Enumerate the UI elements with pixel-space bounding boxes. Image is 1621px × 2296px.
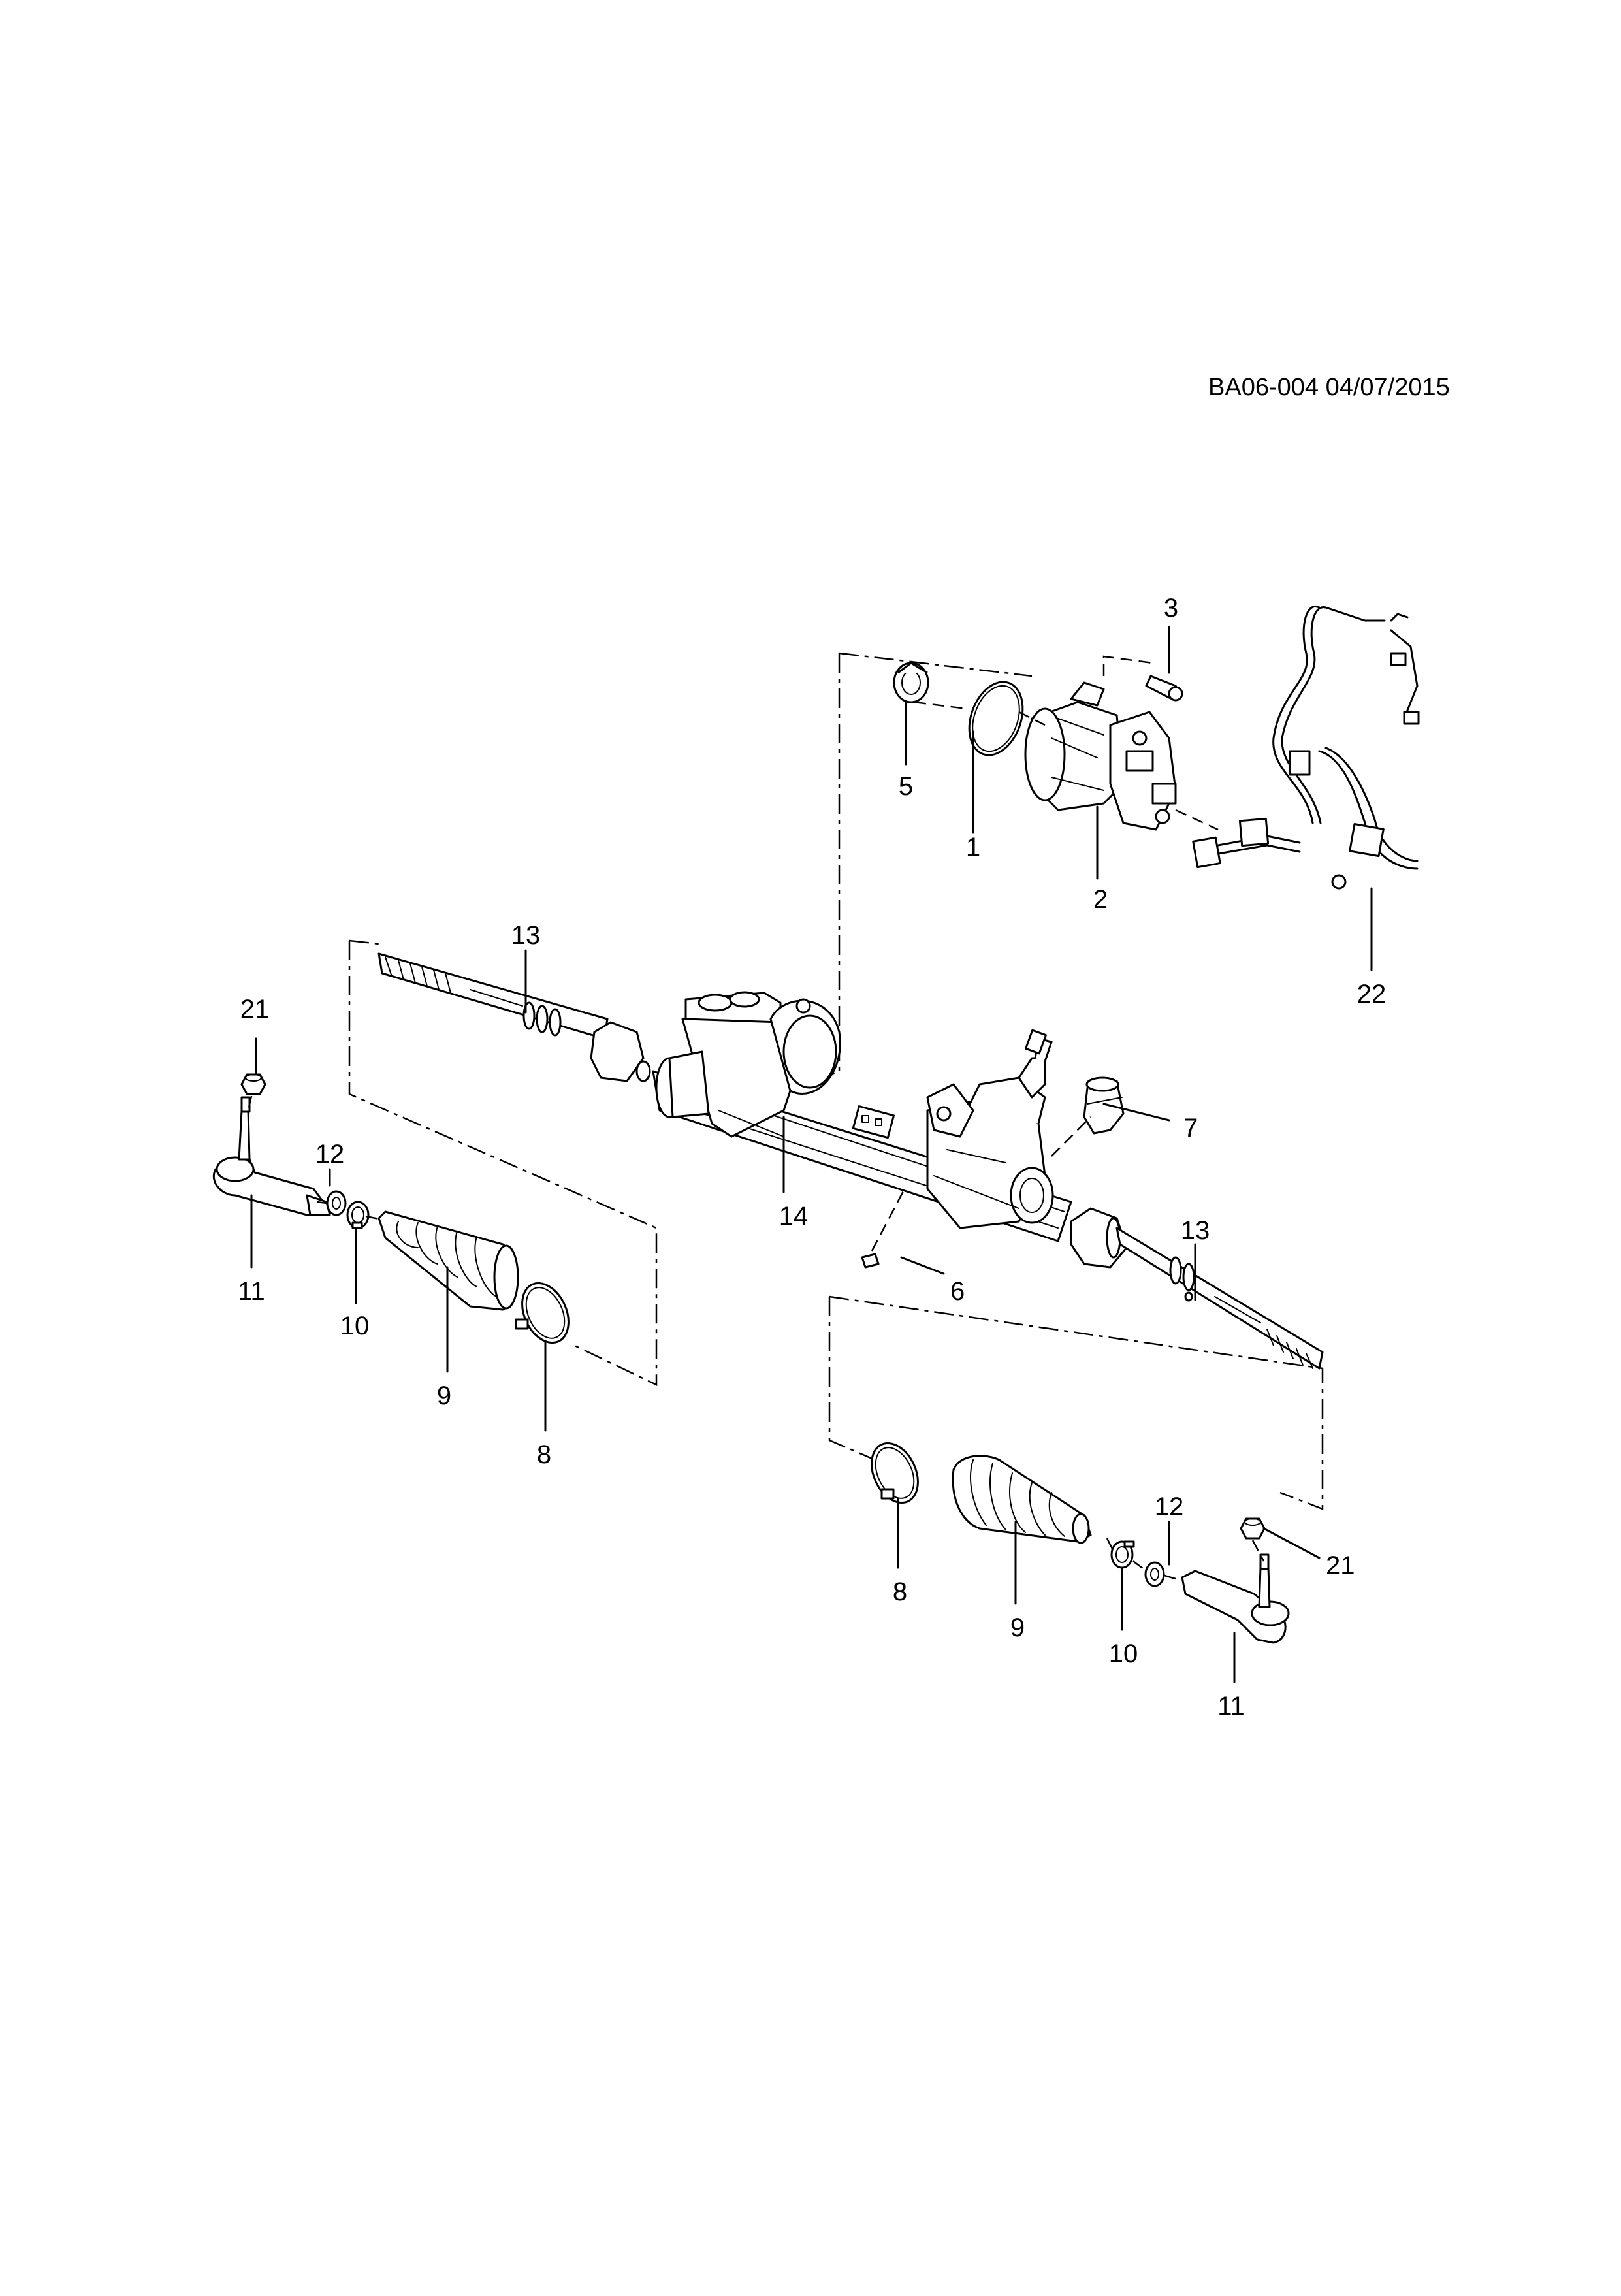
callout-5: 5 <box>899 772 913 801</box>
boot-clamp-right <box>871 1442 919 1504</box>
document-code: BA06-004 04/07/2015 <box>1208 374 1450 401</box>
connection-lines <box>247 701 1265 1582</box>
bushing <box>1083 1076 1125 1135</box>
boot-clamp-left <box>515 1282 570 1344</box>
callout-10-right: 10 <box>1109 1640 1138 1668</box>
callout-6: 6 <box>950 1277 965 1306</box>
jam-nut-right <box>1144 1561 1165 1587</box>
callout-7: 7 <box>1183 1114 1198 1142</box>
outer-tie-rod-end-left <box>212 1096 331 1216</box>
callout-8-right: 8 <box>893 1577 907 1606</box>
callout-13-right: 13 <box>1181 1216 1210 1245</box>
callout-13-left: 13 <box>511 921 541 950</box>
callout-labels: 1 2 3 5 6 7 8 8 9 9 10 10 11 11 12 12 13… <box>238 594 1386 1721</box>
clamp-small-left <box>346 1201 370 1229</box>
boot-left <box>377 1210 519 1311</box>
callout-11-right: 11 <box>1217 1692 1245 1721</box>
callout-8-left: 8 <box>537 1440 551 1469</box>
leader-lines <box>250 626 1373 1683</box>
callout-9-right: 9 <box>1010 1613 1025 1642</box>
inner-tie-rod-left <box>377 952 651 1082</box>
callout-1: 1 <box>966 833 980 862</box>
callout-21-left: 21 <box>240 995 270 1024</box>
callout-10-left: 10 <box>340 1312 370 1340</box>
callout-11-left: 11 <box>238 1277 265 1306</box>
electric-motor <box>1024 681 1177 831</box>
assembly-boundary-lines <box>348 652 1324 1510</box>
jam-nut-left <box>326 1190 347 1216</box>
callout-21-right: 21 <box>1326 1551 1355 1580</box>
nut-right <box>1240 1517 1266 1540</box>
o-ring <box>968 681 1046 756</box>
bolt <box>1145 675 1183 702</box>
wiring-harness <box>1192 605 1420 890</box>
clip <box>861 1188 906 1269</box>
clamp-small-right <box>1110 1540 1135 1569</box>
steering-gear-assembly <box>652 991 1072 1242</box>
callout-14: 14 <box>779 1202 809 1231</box>
callout-22: 22 <box>1357 980 1387 1009</box>
bearing <box>893 662 929 703</box>
nut-left <box>240 1073 266 1095</box>
inner-tie-rod-right <box>1070 1207 1324 1370</box>
callout-2: 2 <box>1093 885 1108 914</box>
callout-3: 3 <box>1164 594 1178 623</box>
callout-9-left: 9 <box>437 1382 451 1410</box>
outer-tie-rod-end-right <box>1181 1553 1290 1644</box>
callout-12-right: 12 <box>1155 1493 1184 1521</box>
callout-12-left: 12 <box>315 1140 345 1169</box>
boot-right <box>952 1455 1092 1544</box>
